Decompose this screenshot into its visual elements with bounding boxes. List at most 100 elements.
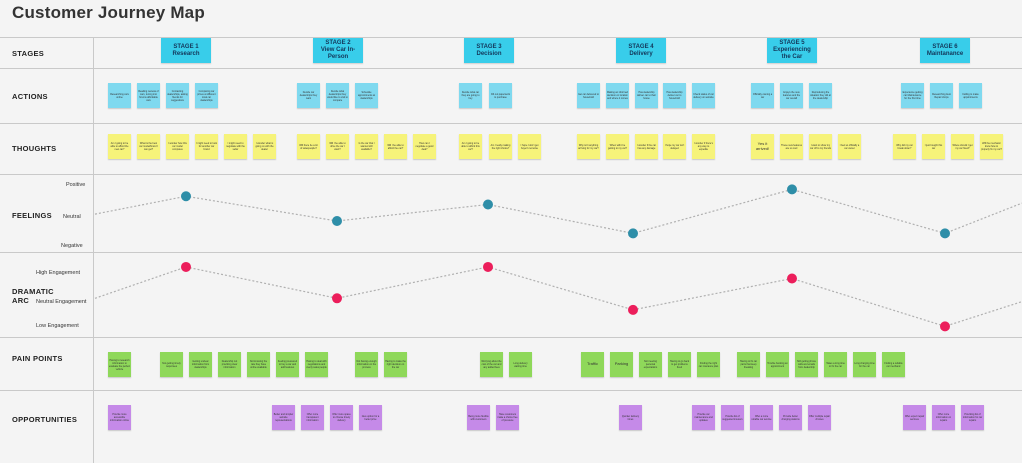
opportunity-note[interactable]: Provide car maintenance and updates — [692, 405, 715, 430]
stage-card[interactable]: STAGE 4 Delivery — [616, 38, 666, 63]
arc-neutral-label: Neutral Engagement — [36, 299, 87, 305]
opportunity-note[interactable]: Provide better charging stations — [779, 405, 802, 430]
row-label-opportunities: OPPORTUNITIES — [12, 415, 78, 424]
action-note[interactable]: Fill out paperwork to purchase — [489, 83, 512, 108]
thought-note[interactable]: I hope my car isn't delayed — [663, 134, 686, 159]
pain-point-note[interactable]: Feeling pressured to buy a car and add f… — [276, 352, 299, 377]
thought-note[interactable]: When will it be getting to my car? — [606, 134, 629, 159]
pain-point-note[interactable]: Dealership not providing clear informati… — [218, 352, 241, 377]
thought-note[interactable]: I might need to negotiate with the selle… — [224, 134, 247, 159]
pain-point-note[interactable]: Finding a reliable car mechanic — [882, 352, 905, 377]
thought-note[interactable]: I wonder what is going on with the deale… — [253, 134, 276, 159]
opportunity-note[interactable]: Provide list of suggested insurers — [721, 405, 744, 430]
action-note[interactable]: Decide what car they are going to buy — [459, 83, 482, 108]
arc-high-label: High Engagement — [36, 270, 81, 276]
data-point — [483, 261, 493, 272]
thought-note[interactable]: Will I be able to drive the car I want? — [326, 134, 349, 159]
opportunity-note[interactable]: Being more flexible with customers — [467, 405, 490, 430]
thought-note[interactable]: I wonder how this car model compares — [166, 134, 189, 159]
action-note[interactable]: Schedule appointments at dealerships — [355, 83, 378, 108]
thought-note[interactable]: Am I really making the right choice? — [489, 134, 512, 159]
thought-note[interactable]: I just bought this car — [922, 134, 945, 159]
feelings-negative-label: Negative — [61, 243, 83, 249]
thought-note[interactable]: Will there be a lot of salespeople? — [297, 134, 320, 159]
action-note[interactable]: Check status of car delivery on website — [692, 83, 715, 108]
thought-note[interactable]: I wonder if the car has any damage — [635, 134, 658, 159]
opportunity-note[interactable]: Give option for a better price — [359, 405, 382, 430]
thought-note[interactable]: I feel so officially a car owner — [838, 134, 861, 159]
pain-point-note[interactable]: Long delivery waiting time — [509, 352, 532, 377]
action-note[interactable]: Reading reviews of cars, tuning into for… — [137, 83, 160, 108]
thought-note[interactable]: How can I negotiate a good deal? — [413, 134, 436, 159]
opportunity-note[interactable]: Have customers make a choice free of pre… — [496, 405, 519, 430]
action-note[interactable]: Has dealership deliver car to household — [663, 83, 686, 108]
thought-note[interactable]: I hope I don't get buyer's remorse — [518, 134, 541, 159]
thought-note[interactable]: Where should I get my car fixed? — [951, 134, 974, 159]
thought-note[interactable]: Why did my car break down? — [893, 134, 916, 159]
pain-point-note[interactable]: Still getting phone calls and emails fro… — [795, 352, 818, 377]
thought-note[interactable]: What is the best car model/brand I can g… — [137, 134, 160, 159]
thought-note[interactable]: Am I going to be able to afford the new … — [108, 134, 131, 159]
opportunity-note[interactable]: Offer multiple repair choices — [808, 405, 831, 430]
action-note[interactable]: Researching cars online — [108, 83, 131, 108]
pain-point-note[interactable]: Having to fix car parts that keep breaki… — [737, 352, 760, 377]
thought-note[interactable]: I want to show my car off to my friends — [809, 134, 832, 159]
action-note[interactable]: Contacting dealerships, asking friends f… — [166, 83, 189, 108]
stage-card[interactable]: STAGE 6 Maintanance — [920, 38, 970, 63]
action-note[interactable]: Get car delivered to household — [577, 83, 600, 108]
action-note[interactable]: Calling to make appointments — [959, 83, 982, 108]
pain-point-note[interactable]: Not getting timely responses — [160, 352, 183, 377]
opportunity-note[interactable]: Offer a more reliable car service — [750, 405, 773, 430]
action-note[interactable]: Enjoys the new features and the car over… — [780, 83, 803, 108]
pain-point-note[interactable]: Finding the right car insurance plan — [697, 352, 720, 377]
thought-note[interactable]: Yes it arrived! — [751, 134, 774, 159]
pain-point-note[interactable]: Having to research information to evalua… — [108, 352, 131, 377]
pain-point-note[interactable]: Worrying about the cost of the car and a… — [480, 352, 503, 377]
opportunity-note[interactable]: Offer more information on repairs — [932, 405, 955, 430]
row-label-actions: ACTIONS — [12, 92, 48, 101]
thought-note[interactable]: Am I going to be able to afford this car… — [459, 134, 482, 159]
action-note[interactable]: Comparing car prices at different local … — [195, 83, 218, 108]
thought-note[interactable]: These new features are so cool — [780, 134, 803, 159]
pain-point-note[interactable]: Having to go back to get problems fixed — [668, 352, 691, 377]
action-note[interactable]: Decide car dealerships they want — [297, 83, 320, 108]
pain-point-note[interactable]: Traffic — [581, 352, 604, 377]
pain-point-note[interactable]: Long charging time for the car — [853, 352, 876, 377]
opportunity-note[interactable]: Better and simpler website representatio… — [272, 405, 295, 430]
series-line — [94, 188, 1022, 235]
thought-note[interactable]: Why isn't anything arriving for my car? — [577, 134, 600, 159]
action-note[interactable]: Decide what dealerships they would like … — [326, 83, 349, 108]
action-note[interactable]: Reproducing the situation they did at th… — [809, 83, 832, 108]
pain-point-note[interactable]: Having to make the right decision on the… — [384, 352, 407, 377]
pain-point-note[interactable]: Parking — [610, 352, 633, 377]
action-note[interactable]: Has dealership deliver car to their hous… — [635, 83, 658, 108]
thought-note[interactable]: Will the mechanic know how to properly f… — [980, 134, 1003, 159]
thought-note[interactable]: Will I be able to afford the car? — [384, 134, 407, 159]
thought-note[interactable]: I might need to look for another car bra… — [195, 134, 218, 159]
action-note[interactable]: Researching Auto Repair shops — [930, 83, 953, 108]
pain-point-note[interactable]: Not meeting personal expectations — [639, 352, 662, 377]
action-note[interactable]: Experience getting car Maintenance for t… — [901, 83, 924, 108]
stage-card[interactable]: STAGE 5 Experiencing the Car — [767, 38, 817, 63]
pain-point-note[interactable]: Not knowing the rate they have online av… — [247, 352, 270, 377]
opportunity-note[interactable]: Quicker delivery times — [619, 405, 642, 430]
opportunity-note[interactable]: Offer expert repair services — [903, 405, 926, 430]
opportunity-note[interactable]: Providing list of information for car re… — [961, 405, 984, 430]
thought-note[interactable]: I wonder if there's any way to expedite — [692, 134, 715, 159]
opportunity-note[interactable]: Provide more accessible information onli… — [108, 405, 131, 430]
stage-card[interactable]: STAGE 1 Research — [161, 38, 211, 63]
row-label-pain-points: PAIN POINTS — [12, 354, 63, 363]
action-note[interactable]: Officially owning a car — [751, 83, 774, 108]
pain-point-note[interactable]: Having to deal with negotiations and ove… — [305, 352, 328, 377]
pain-point-note[interactable]: Trouble booking an appointment — [766, 352, 789, 377]
pain-point-note[interactable]: Takes a long time to fix the car — [824, 352, 847, 377]
opportunity-note[interactable]: Offer more space to choose timely delive… — [330, 405, 353, 430]
stage-card[interactable]: STAGE 2 View Car In- Person — [313, 38, 363, 63]
pain-point-note[interactable]: Not having enough information on the pro… — [355, 352, 378, 377]
thought-note[interactable]: Is the car that I wanted still available… — [355, 134, 378, 159]
pain-point-note[interactable]: Getting unclear information from dealers… — [189, 352, 212, 377]
action-note[interactable]: Making an informed decision on location … — [606, 83, 629, 108]
opportunity-note[interactable]: Offer more transparent information — [301, 405, 324, 430]
feelings-positive-label: Positive — [66, 182, 86, 188]
stage-card[interactable]: STAGE 3 Decision — [464, 38, 514, 63]
